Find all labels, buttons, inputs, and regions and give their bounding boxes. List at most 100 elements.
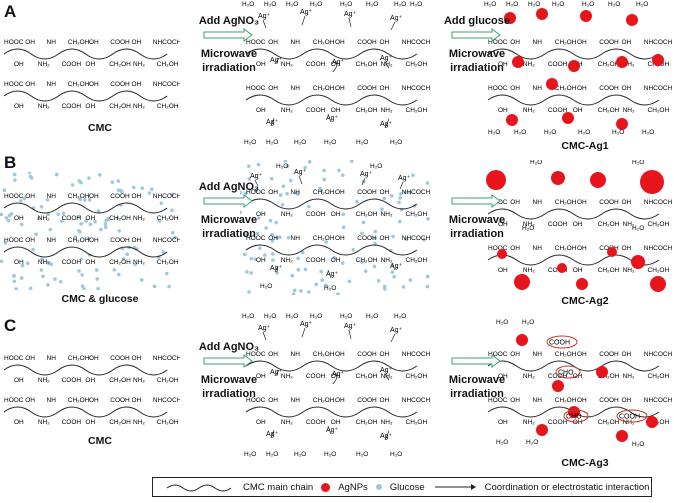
glucose-dot	[54, 172, 59, 177]
glucose-dot	[271, 258, 275, 262]
glucose-dot	[4, 216, 9, 220]
glucose-dot	[60, 219, 64, 224]
glucose-dot	[80, 284, 85, 288]
glucose-dot	[303, 267, 308, 272]
water-label: H₂O	[390, 451, 402, 458]
chain-group-label: NH₂	[523, 61, 535, 68]
glucose-dot	[46, 260, 51, 265]
glucose-dot	[290, 273, 295, 278]
glucose-dot	[247, 177, 252, 181]
silver-ion-label: Ag⁺	[332, 59, 345, 66]
step-condition-label: irradiation	[450, 228, 504, 240]
water-label: H₂O	[340, 1, 352, 8]
glucose-dot	[340, 173, 345, 178]
glucose-dot	[46, 283, 50, 287]
chain-group-label: CH₂OH	[555, 39, 577, 46]
water-label: H₂O	[340, 313, 352, 320]
chain-group-label: COOH	[62, 419, 82, 426]
glucose-dot	[397, 200, 401, 205]
chain-group-label: COOH	[110, 237, 130, 244]
row-letter-b: B	[4, 153, 17, 172]
glucose-dot	[270, 232, 274, 237]
row-letter-c: C	[4, 316, 17, 335]
chain-group-label: CH₂OH	[157, 259, 179, 266]
chain-group-label: HOOC	[246, 85, 266, 92]
glucose-dot	[170, 208, 174, 213]
glucose-dot	[242, 252, 247, 257]
chain-group-label: COOH	[110, 39, 130, 46]
agnp-dot	[652, 54, 664, 66]
glucose-dot	[403, 190, 407, 195]
chain-group-label: NH₂	[281, 61, 293, 68]
interaction-arrow	[301, 327, 306, 338]
water-label: H₂O	[522, 225, 534, 232]
caption-cmc-glucose: CMC & glucose	[61, 293, 139, 305]
chain-group-label: OH	[256, 211, 266, 218]
chain-group-label: NH₂	[133, 61, 145, 68]
legend-glucose-label: Glucose	[389, 481, 425, 493]
glucose-dot	[7, 213, 12, 218]
chain-group-label: OH	[510, 199, 520, 206]
glucose-dot	[12, 172, 17, 177]
agnp-dot	[616, 430, 628, 442]
chain-group-label: COOH	[306, 211, 326, 218]
step-condition-label: Microwave	[448, 48, 506, 60]
chain-group-label: COOH	[110, 397, 130, 404]
glucose-dot	[281, 184, 286, 189]
chain-group-label: OH	[89, 39, 99, 46]
chain-group-label: CH₂OH	[68, 193, 90, 200]
chain-group-label: NH	[47, 81, 57, 88]
glucose-dot	[84, 219, 88, 223]
chain-group-label: CH₂OH	[313, 189, 335, 196]
glucose-dot	[117, 272, 121, 277]
chain-group-label: OH	[25, 237, 35, 244]
oxidized-group-label: CHO	[566, 414, 582, 421]
agnp-dot	[546, 78, 558, 90]
chain-group-label: OH	[89, 193, 99, 200]
glucose-dot	[256, 162, 261, 167]
chain-group-label: NH	[291, 235, 301, 242]
chain-group-label: OH	[498, 107, 508, 114]
glucose-dot	[45, 198, 50, 202]
chain-group-label: HOOC	[488, 85, 508, 92]
chain-group-label: OH	[132, 39, 142, 46]
chain-group-label: CH₂OH	[313, 39, 335, 46]
chain-group-label: NH₂	[38, 419, 50, 426]
chain-group-label: OH	[25, 193, 35, 200]
chain-group-label: NH₂	[281, 257, 293, 264]
glucose-dot	[78, 197, 83, 202]
chain-group-label: NH	[291, 351, 301, 358]
panel-b-right: HOOCOHNHCH₂OHOHCOOHOHNHCOCH₃OHNH₂COOHOHC…	[486, 160, 672, 292]
chain-group-label: NHCOCH₃	[644, 351, 672, 358]
chain-group-label: NHCOCH₃	[644, 199, 672, 206]
glucose-dot	[392, 274, 396, 279]
glucose-dot	[389, 194, 394, 198]
glucose-dot	[120, 190, 124, 194]
chain-group-label: NHCOCH₃	[153, 81, 180, 88]
chain-group-label: NH₂	[133, 419, 145, 426]
glucose-dot	[86, 236, 91, 240]
chain-group-label: COOH	[110, 355, 130, 362]
water-label: H₂O	[324, 285, 336, 292]
chain-group-label: NH₂	[523, 221, 535, 228]
glucose-dot	[390, 270, 395, 274]
chain-group-label: OH	[380, 85, 390, 92]
glucose-dot	[319, 269, 323, 274]
glucose-dot	[258, 246, 262, 251]
chain-group-label: NHCOCH₃	[153, 397, 180, 404]
glucose-dot	[274, 235, 279, 240]
glucose-dot	[397, 219, 402, 224]
chain-group-label: COOH	[548, 107, 568, 114]
agnp-dot	[514, 274, 530, 290]
glucose-dot	[94, 268, 99, 272]
chain-group-label: COOH	[62, 61, 82, 68]
chain-group-label: NHCOCH₃	[402, 189, 430, 196]
glucose-dot	[322, 177, 327, 182]
chain-group-label: COOH	[62, 377, 82, 384]
glucose-dot	[31, 247, 35, 252]
chain-group-label: NHCOCH₃	[402, 351, 430, 358]
glucose-dot	[340, 261, 345, 265]
chain-group-label: CH₂OH	[648, 107, 670, 114]
